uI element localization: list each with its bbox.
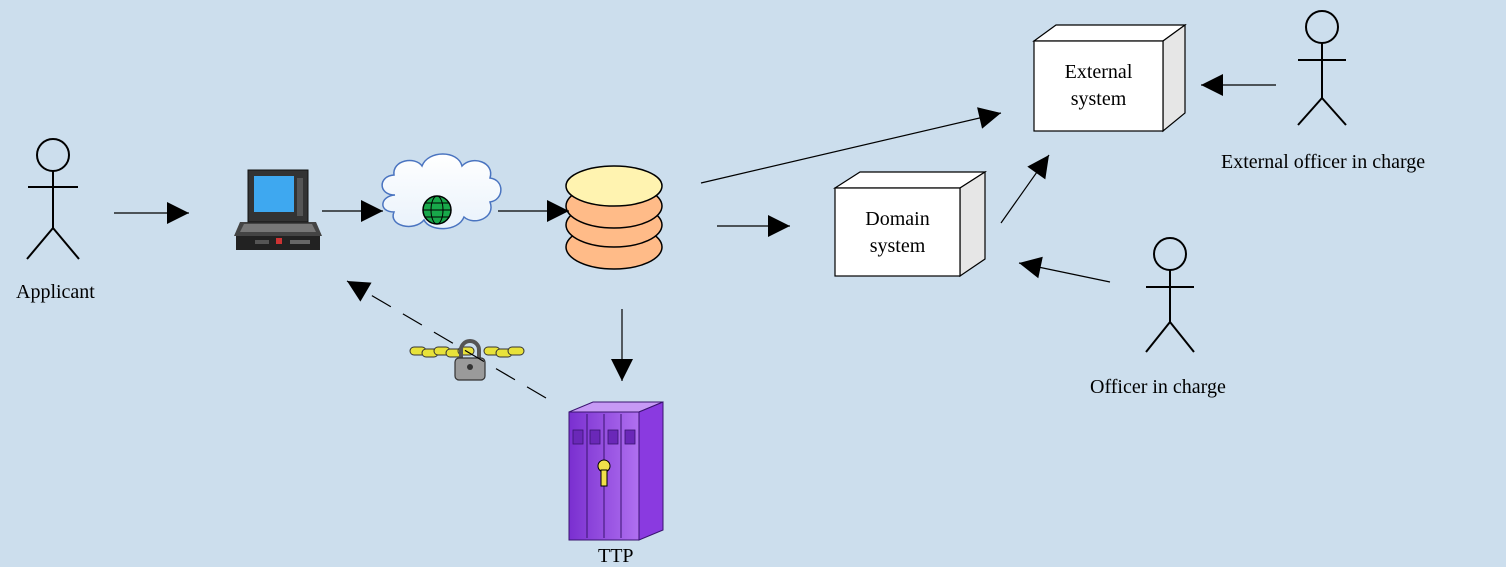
external-system-label-line1: External [1064,61,1133,83]
arrow-domain-to-external [1000,154,1050,224]
external-system-label-line2: system [1070,88,1127,110]
dashed-arrow-ttp-to-laptop [346,280,547,399]
internet-cloud-icon [381,153,502,230]
domain-system-label: Domain system [835,206,960,260]
domain-system-box [832,170,988,278]
arrow-database-to-external [700,107,1002,184]
applicant-label: Applicant [16,281,95,303]
flow-arrows [114,74,1276,399]
officer-label: Officer in charge [1090,376,1226,398]
arrow-officer-to-domain [1018,256,1111,283]
external-system-label: External system [1034,59,1163,113]
ttp-label: TTP [598,545,634,567]
domain-system-label-line1: Domain [865,208,930,230]
laptop-icon [234,169,322,250]
domain-system-label-line2: system [869,235,926,257]
applicant-stick-figure-icon [26,138,80,260]
server-cabinet-icon [568,401,664,541]
officer-stick-figure-icon [1145,237,1195,353]
database-icon [565,165,663,270]
external-officer-stick-figure-icon [1297,10,1347,126]
chain-lock-icon [409,339,525,381]
external-officer-label: External officer in charge [1221,151,1426,173]
external-system-box [1032,23,1187,133]
